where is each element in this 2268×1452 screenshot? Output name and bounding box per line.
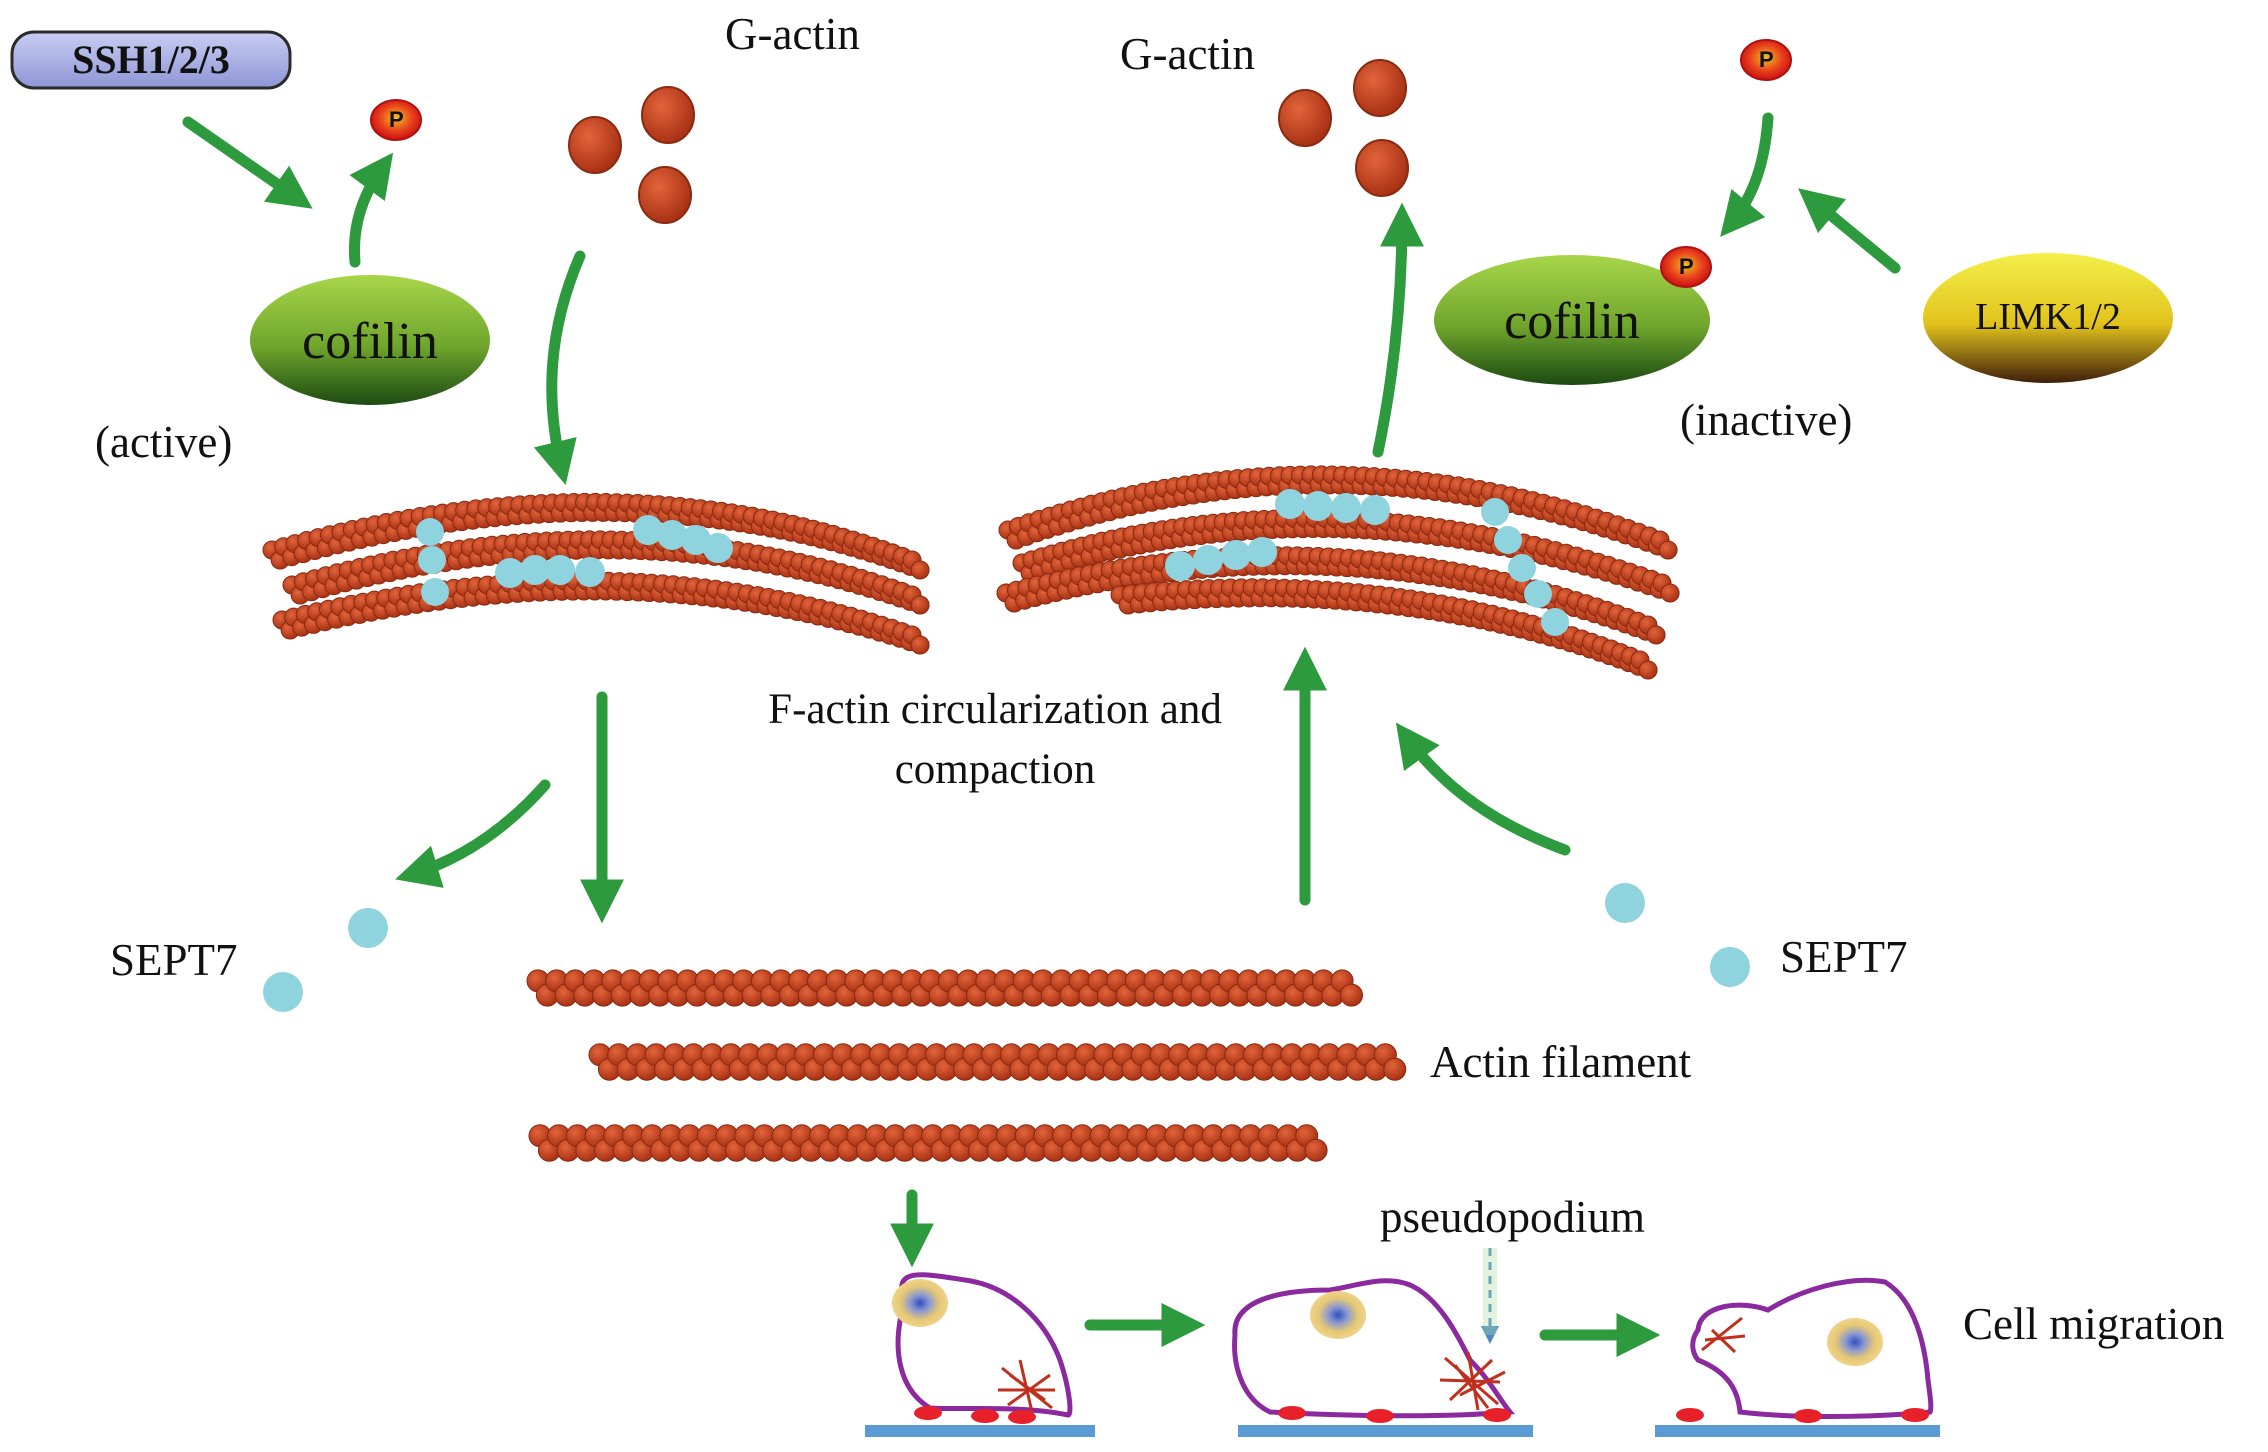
ssh-box (10, 30, 292, 90)
sept7-right-label: SEPT7 (1780, 932, 1908, 982)
membrane-3 (1655, 1425, 1940, 1437)
cofilin-active-label: cofilin (302, 313, 438, 370)
sept7-bound-icon (416, 518, 444, 546)
sept7-bound-icon (633, 515, 663, 545)
sept7-bound-icon (1494, 526, 1522, 554)
sept7-bound-icon (545, 555, 575, 585)
inactive-label: (inactive) (1680, 395, 1853, 445)
sept7-bound-icon (1303, 491, 1333, 521)
sept7-bound-icon (1165, 551, 1195, 581)
sept7-bound-icon (1275, 489, 1305, 519)
arrow-p-to-cofilin (1720, 112, 1774, 237)
arrow-ssh-to-cofilin (182, 116, 313, 209)
sept7-bound-icon (1247, 537, 1277, 567)
sept7-bound-icon (1481, 498, 1509, 526)
active-label: (active) (95, 417, 233, 467)
arrow-filament-to-gactin (1372, 202, 1424, 458)
sept7-bound-icon (1193, 545, 1223, 575)
sept7-bound-icon (1360, 495, 1390, 525)
factin-label-line1: F-actin circularization and (768, 686, 1222, 733)
arrow-limk-to-cofilin (1798, 188, 1901, 274)
sept7-bound-icon (495, 558, 525, 588)
sept7-bound-icon (1524, 580, 1552, 608)
g-actin-right-label: G-actin (1120, 29, 1255, 79)
limk-label: LIMK1/2 (1975, 296, 2121, 338)
sept7-bound-icon (1331, 493, 1361, 523)
f-actin-bundle-right (996, 465, 1680, 680)
g-actin-left-icon (568, 86, 695, 224)
arrow-sept7-to-filament (1395, 722, 1571, 856)
sept7-bound-icon (657, 520, 687, 550)
cell-icon-3 (1676, 1277, 1934, 1423)
sept7-bound-icon (1541, 608, 1569, 636)
sept7-bound-icon (703, 533, 733, 563)
factin-label-line2: compaction (894, 746, 1096, 793)
arrow-cofilin-to-p (349, 152, 394, 268)
sept7-bound-icon (520, 555, 550, 585)
cofilin-active-ellipse (250, 275, 490, 405)
cell-icon-2 (1232, 1278, 1515, 1423)
arrow-filament-to-sept7 (395, 779, 551, 888)
membrane-1 (865, 1425, 1095, 1437)
sept7-bound-icon (421, 578, 449, 606)
sept7-right-icon (1605, 883, 1750, 987)
cofilin-inactive-label: cofilin (1504, 293, 1640, 350)
membrane-2 (1238, 1425, 1533, 1437)
pseudopodium-label: pseudopodium (1380, 1192, 1645, 1242)
actin-filament-label: Actin filament (1430, 1037, 1692, 1087)
phosphate-label-3: P (1679, 254, 1694, 279)
cell-migration-label: Cell migration (1963, 1299, 2225, 1349)
arrow-gactin-to-filament (533, 250, 586, 485)
cell-migration-sequence (865, 1272, 1940, 1437)
actin-filaments (526, 969, 1407, 1162)
cell-icon-1 (892, 1272, 1073, 1424)
g-actin-right-icon (1278, 59, 1409, 197)
sept7-bound-icon (575, 557, 605, 587)
phosphate-label-2: P (1759, 47, 1774, 72)
f-actin-bundle-left (262, 492, 930, 655)
cofilin-inactive-ellipse (1434, 255, 1710, 385)
ssh-label: SSH1/2/3 (72, 37, 230, 82)
g-actin-left-label: G-actin (725, 9, 860, 59)
limk-ellipse (1923, 253, 2173, 383)
sept7-bound-icon (1508, 554, 1536, 582)
sept7-bound-icon (418, 546, 446, 574)
phosphate-label-1: P (389, 107, 404, 132)
arrows (182, 112, 1901, 1357)
sept7-left-label: SEPT7 (110, 935, 238, 985)
phosphate-icon (370, 39, 1792, 288)
sept7-left-icon (263, 908, 388, 1012)
sept7-bound-icon (1221, 540, 1251, 570)
